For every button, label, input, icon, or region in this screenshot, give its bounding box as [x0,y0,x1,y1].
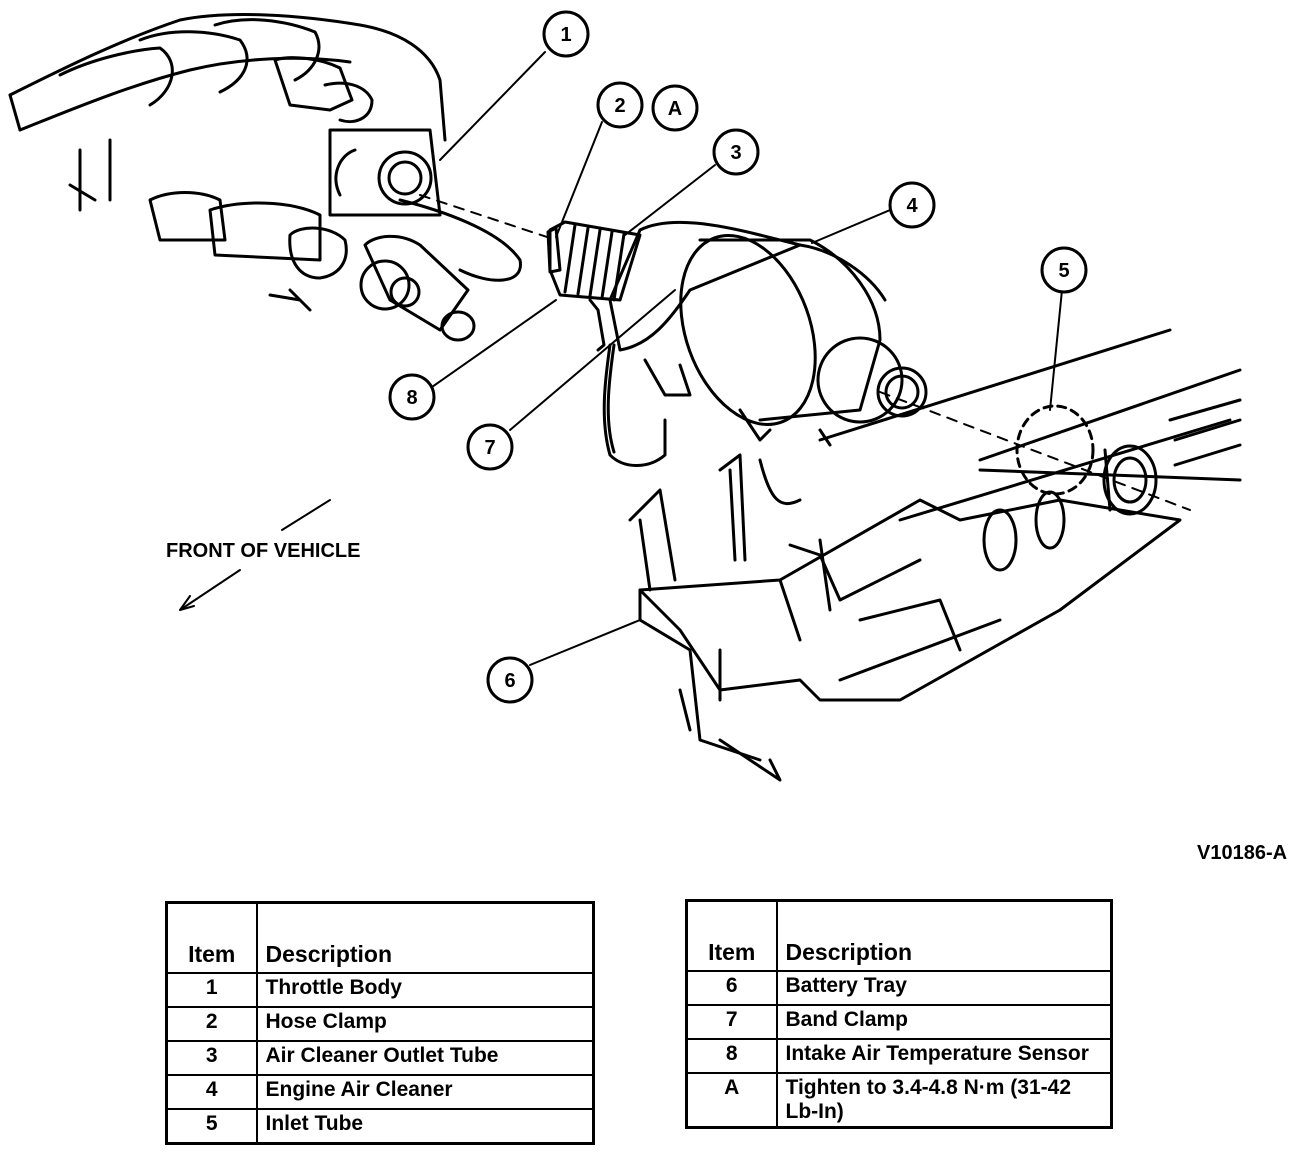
table-row: 6 Battery Tray [685,970,1113,1006]
front-of-vehicle-label: FRONT OF VEHICLE [166,540,361,562]
parts-diagram: 1 2 A 3 4 5 8 7 6 [8,10,1242,782]
table-row: 7 Band Clamp [685,1004,1113,1040]
legend-header-row: Item Description [685,899,1113,972]
table-row: 3 Air Cleaner Outlet Tube [165,1040,595,1076]
air-cleaner-drawing [602,220,928,467]
table-row: 2 Hose Clamp [165,1006,595,1042]
callout-4 [888,181,936,229]
figure-id: V10186-A [1197,842,1288,864]
callout-1 [542,10,590,58]
item-cell: 6 [685,970,778,1006]
item-cell: 5 [165,1108,258,1145]
description-cell: Air Cleaner Outlet Tube [255,1040,595,1076]
callout-3 [712,128,760,176]
callout-8-label: 8 [406,387,417,409]
item-cell: 4 [165,1074,258,1110]
description-cell: Throttle Body [255,972,595,1008]
description-cell: Inlet Tube [255,1108,595,1145]
callout-2-label: 2 [614,95,625,117]
battery-tray-drawing [628,453,1182,782]
description-cell: Battery Tray [775,970,1113,1006]
table-row: 4 Engine Air Cleaner [165,1074,595,1110]
callout-2 [596,81,644,129]
callout-7 [466,423,514,471]
item-cell: 2 [165,1006,258,1042]
table-row: A Tighten to 3.4-4.8 N·m (31-42 Lb-In) [685,1072,1113,1129]
front-arrow-drawing [179,499,331,611]
table-row: 1 Throttle Body [165,972,595,1008]
legend-header-row: Item Description [165,901,595,974]
item-header: Item [685,899,778,972]
item-cell: A [685,1072,778,1129]
callout-3-label: 3 [730,142,741,164]
item-cell: 7 [685,1004,778,1040]
description-cell: Tighten to 3.4-4.8 N·m (31-42 Lb-In) [775,1072,1113,1129]
description-cell: Hose Clamp [255,1006,595,1042]
leader-lines [431,51,1063,666]
callout-1-label: 1 [560,24,571,46]
callout-5-label: 5 [1058,260,1069,282]
callout-6-label: 6 [504,670,515,692]
callout-7-label: 7 [484,437,495,459]
table-row: 8 Intake Air Temperature Sensor [685,1038,1113,1074]
description-cell: Band Clamp [775,1004,1113,1040]
outlet-tube-drawing [546,220,642,352]
callout-6 [486,656,534,704]
item-header: Item [165,901,258,974]
description-header: Description [255,901,595,974]
table-row: 5 Inlet Tube [165,1108,595,1145]
legend-table-left: Item Description 1 Throttle Body 2 Hose … [165,901,595,1145]
inlet-tube-drawing [818,328,1242,572]
callout-a [651,84,699,132]
callout-a-label: A [668,98,682,120]
item-cell: 3 [165,1040,258,1076]
intake-manifold-drawing [8,13,522,342]
callout-8 [388,373,436,421]
callout-4-label: 4 [906,195,918,217]
description-header: Description [775,899,1113,972]
item-cell: 8 [685,1038,778,1074]
callout-5 [1040,246,1088,294]
description-cell: Engine Air Cleaner [255,1074,595,1110]
description-cell: Intake Air Temperature Sensor [775,1038,1113,1074]
item-cell: 1 [165,972,258,1008]
legend-table-right: Item Description 6 Battery Tray 7 Band C… [685,899,1113,1129]
